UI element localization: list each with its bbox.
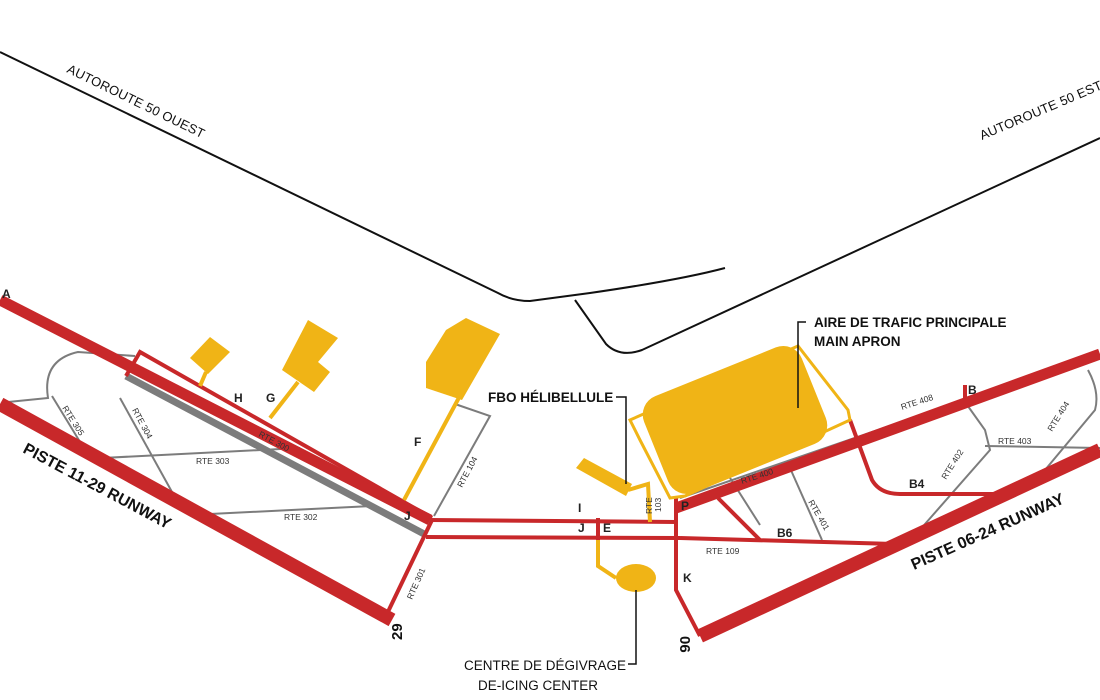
route-401-line	[789, 467, 823, 541]
taxiway-h-loop	[124, 349, 433, 520]
highways	[0, 51, 1100, 354]
runways	[0, 295, 1100, 643]
apron-fbo	[576, 458, 632, 496]
taxiway-e-label: E	[603, 521, 611, 535]
taxiway-p-label: P	[681, 499, 689, 513]
apron-deicing	[616, 564, 656, 592]
apron-main	[642, 345, 828, 495]
route-300-strip	[124, 372, 428, 539]
runway-29-number: 29	[389, 623, 406, 640]
fbo-label: FBO HÉLIBELLULE	[488, 390, 613, 405]
yellow-connectors	[198, 371, 652, 580]
taxiway-109	[679, 536, 896, 546]
deicing-label-en: DE-ICING CENTER	[478, 678, 598, 693]
deicing-label-fr: CENTRE DE DÉGIVRAGE	[464, 658, 626, 673]
taxiway-h-label: H	[234, 391, 243, 405]
deicing-leader	[628, 590, 637, 665]
route-103-label-b: 103	[653, 498, 663, 512]
route-403-line	[984, 445, 1100, 449]
connector-deicing	[596, 540, 618, 580]
callout-leaders	[616, 321, 806, 665]
taxiways	[124, 349, 1010, 637]
taxiway-p	[674, 496, 702, 637]
taxiway-b4	[848, 419, 1010, 496]
route-402-label: RTE 402	[939, 447, 965, 481]
taxiway-a-label: A	[2, 287, 11, 301]
taxiway-main-upper	[429, 518, 677, 524]
service-routes	[7, 350, 1100, 541]
route-304-line	[119, 397, 173, 493]
highway-east-line	[574, 137, 1100, 354]
route-400-branch	[724, 469, 761, 526]
connector-h	[198, 371, 208, 387]
runway-06-number: 06	[676, 636, 693, 653]
apron-h	[190, 337, 230, 374]
route-104-line	[433, 403, 492, 517]
taxiway-main-lower	[425, 535, 681, 540]
route-302-line	[209, 505, 373, 515]
apron-f	[426, 318, 500, 400]
taxiway-b6	[716, 496, 762, 542]
taxiway-b6-label: B6	[777, 526, 793, 540]
route-403-label: RTE 403	[998, 436, 1032, 446]
connector-fbo	[627, 481, 652, 523]
runway-upper-right	[674, 348, 1100, 514]
highway-west-label: AUTOROUTE 50 OUEST	[65, 61, 208, 141]
runway-0624	[697, 443, 1100, 643]
taxiway-k-label: K	[683, 571, 692, 585]
route-103-label-a: RTE	[644, 497, 654, 514]
taxiway-i-label: I	[578, 501, 581, 515]
route-408-label: RTE 408	[900, 392, 935, 412]
taxiway-j-label: J	[578, 521, 585, 535]
route-302-label: RTE 302	[284, 512, 318, 522]
route-402-line	[917, 401, 992, 533]
highway-east-label: AUTOROUTE 50 EST	[977, 78, 1100, 143]
main-apron-label-en: MAIN APRON	[814, 334, 901, 349]
taxiway-b4-label: B4	[909, 477, 925, 491]
route-404-loop	[999, 369, 1098, 501]
main-apron-leader	[797, 321, 806, 408]
connector-f	[402, 391, 464, 501]
taxiway-b-label: B	[968, 383, 977, 397]
route-109-label: RTE 109	[706, 546, 740, 556]
runway-upper-left	[0, 295, 433, 525]
route-404-label: RTE 404	[1045, 399, 1071, 433]
fbo-leader	[616, 396, 627, 484]
route-305-loop	[7, 350, 136, 403]
apron-g	[282, 320, 338, 392]
taxiway-301	[383, 519, 434, 619]
connector-g	[268, 380, 300, 420]
taxiway-j-label-left: J	[404, 509, 411, 523]
main-apron-label-fr: AIRE DE TRAFIC PRINCIPALE	[814, 315, 1007, 330]
runway-1129	[0, 397, 396, 627]
aprons	[190, 318, 852, 592]
route-303-label: RTE 303	[196, 456, 230, 466]
taxiway-f-label: F	[414, 435, 421, 449]
highway-west-line	[0, 51, 726, 303]
taxiway-g-label: G	[266, 391, 275, 405]
